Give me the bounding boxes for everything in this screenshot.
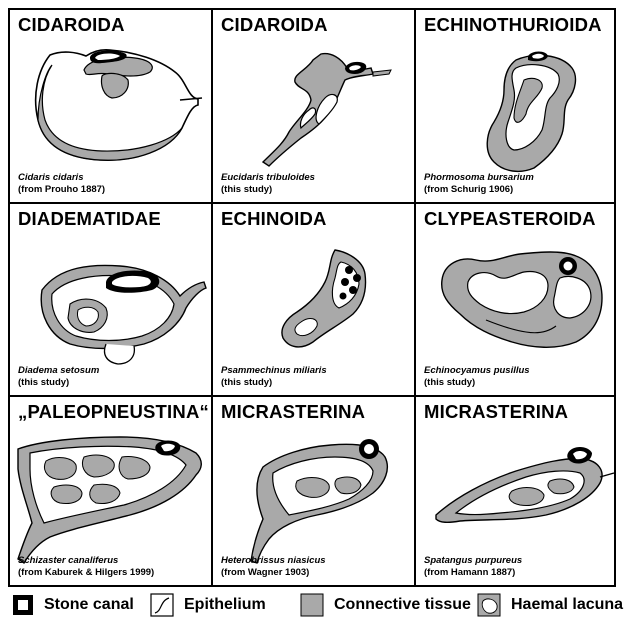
panel-caption: Diadema setosum (this study) [18,365,99,389]
legend-label: Haemal lacuna [511,596,623,614]
panel-cidaris-cidaris: CIDAROIDA Cidaris cidaris (from Prouho 1… [10,10,211,202]
panel-caption: Spatangus purpureus (from Hamann 1887) [424,555,522,579]
stone-canal-icon [12,594,34,616]
panel-diadema-setosum: DIADEMATIDAE Diadema setosum (this study… [10,204,211,395]
source-citation: (from Schurig 1906) [424,184,534,196]
panel-eucidaris-tribuloides: CIDAROIDA Eucidaris tribuloides (this st… [213,10,414,202]
legend-label: Connective tissue [334,596,471,614]
legend-label: Epithelium [184,596,266,614]
panel-caption: Eucidaris tribuloides (this study) [221,172,315,196]
legend-item-haemal-lacuna: Haemal lacuna [477,592,623,618]
grid-divider-horizontal [10,202,614,204]
panel-phormosoma-bursarium: ECHINOTHURIOIDA Phormosoma bursarium (fr… [416,10,616,202]
source-citation: (this study) [221,184,315,196]
species-name: Echinocyamus pusillus [424,365,530,377]
epithelium-icon [150,593,174,617]
panel-psammechinus-miliaris: ECHINOIDA Psammechinus miliaris (this st… [213,204,414,395]
panel-caption: Echinocyamus pusillus (this study) [424,365,530,389]
legend-label: Stone canal [44,596,134,614]
grid-divider-horizontal [10,395,614,397]
connective-tissue-icon [300,593,324,617]
grid-divider-vertical [211,10,213,585]
panel-caption: Psammechinus miliaris (this study) [221,365,327,389]
source-citation: (from Wagner 1903) [221,567,326,579]
species-name: Schizaster canaliferus [18,555,154,567]
species-name: Diadema setosum [18,365,99,377]
source-citation: (from Kaburek & Hilgers 1999) [18,567,154,579]
source-citation: (from Hamann 1887) [424,567,522,579]
panel-spatangus-purpureus: MICRASTERINA Spatangus purpureus (from H… [416,397,616,585]
legend: Stone canal Epithelium Connective tissue… [10,592,620,618]
legend-item-stone-canal: Stone canal [12,592,134,618]
species-name: Psammechinus miliaris [221,365,327,377]
panel-schizaster-canaliferus: „PALEOPNEUSTINA“ Schizaster canaliferus … [10,397,211,585]
panel-caption: Phormosoma bursarium (from Schurig 1906) [424,172,534,196]
figure-grid: CIDAROIDA Cidaris cidaris (from Prouho 1… [8,8,616,587]
source-citation: (this study) [221,377,327,389]
legend-item-connective-tissue: Connective tissue [300,592,471,618]
panel-caption: Cidaris cidaris (from Prouho 1887) [18,172,105,196]
grid-divider-vertical [414,10,416,585]
species-name: Heterobrissus niasicus [221,555,326,567]
panel-caption: Schizaster canaliferus (from Kaburek & H… [18,555,154,579]
source-citation: (this study) [424,377,530,389]
source-citation: (from Prouho 1887) [18,184,105,196]
panel-caption: Heterobrissus niasicus (from Wagner 1903… [221,555,326,579]
legend-item-epithelium: Epithelium [150,592,266,618]
source-citation: (this study) [18,377,99,389]
species-name: Spatangus purpureus [424,555,522,567]
species-name: Cidaris cidaris [18,172,105,184]
species-name: Phormosoma bursarium [424,172,534,184]
species-name: Eucidaris tribuloides [221,172,315,184]
panel-echinocyamus-pusillus: CLYPEASTEROIDA Echinocyamus pusillus (th… [416,204,616,395]
panel-heterobrissus-niasicus: MICRASTERINA Heterobrissus niasicus (fro… [213,397,414,585]
haemal-lacuna-icon [477,593,501,617]
